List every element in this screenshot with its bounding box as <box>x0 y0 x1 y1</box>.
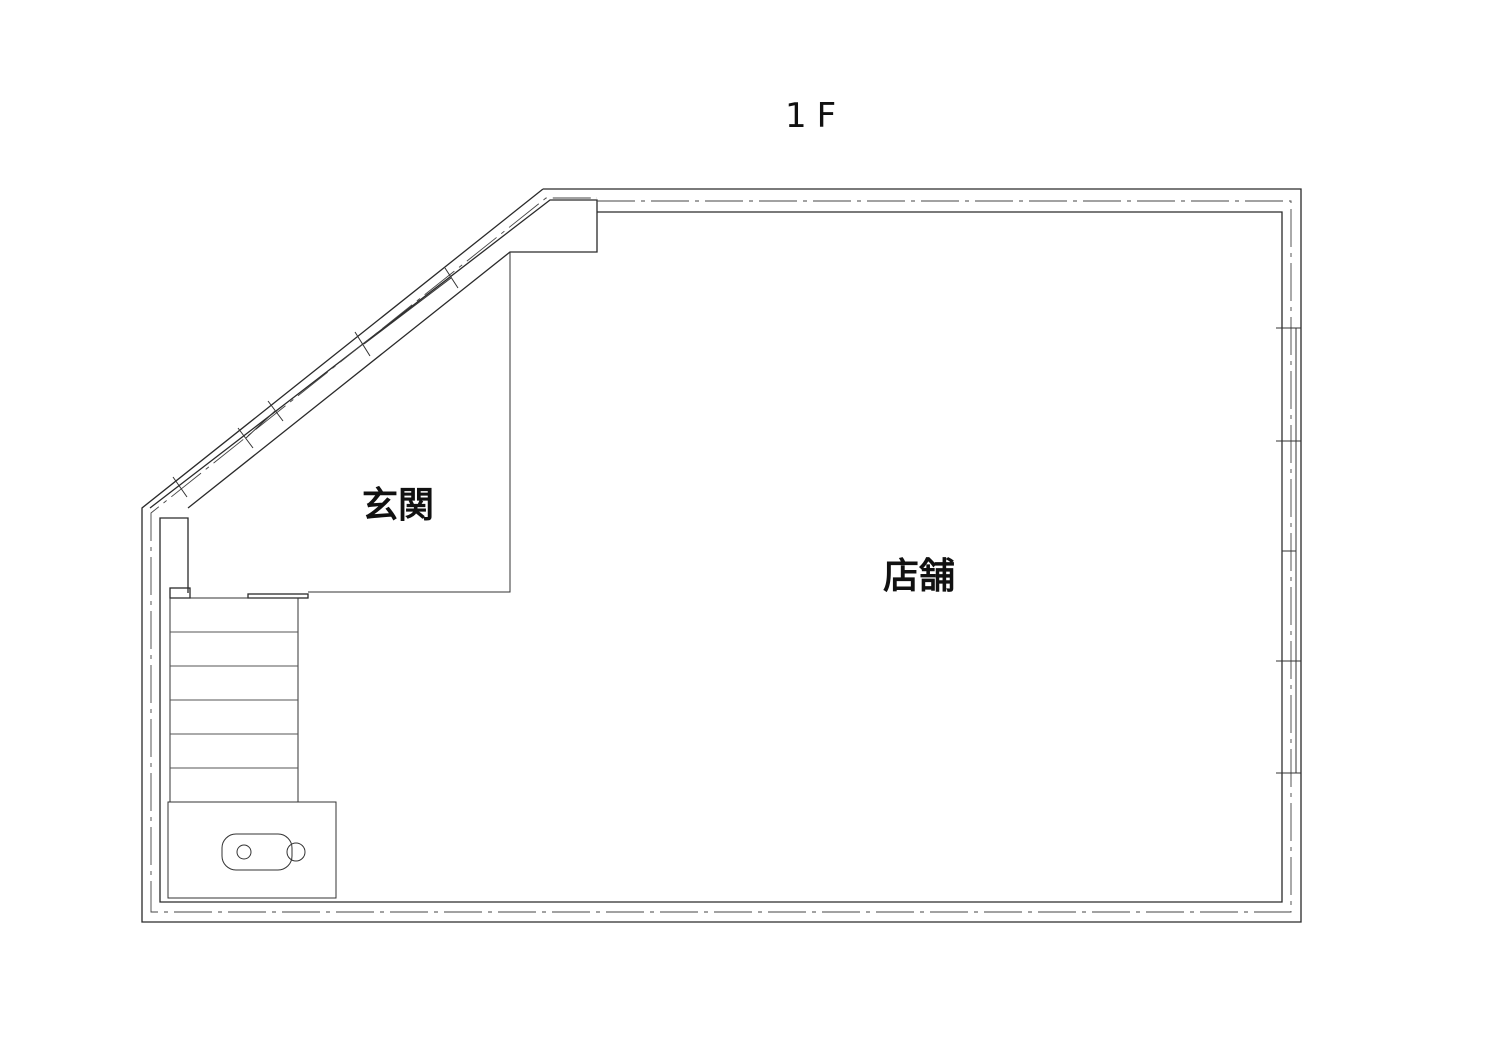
right-windows <box>1276 327 1301 774</box>
room-label-store: 店舗 <box>883 556 955 597</box>
inner-wall-line <box>159 211 1283 903</box>
toilet-room-outline <box>167 801 337 899</box>
inner-wall-line-diagonal <box>149 199 598 509</box>
toilet-seat <box>236 844 252 860</box>
outer-wall-line <box>141 188 1302 923</box>
window <box>1281 660 1297 774</box>
window <box>1281 550 1297 662</box>
door-jamb <box>169 587 191 599</box>
staircase <box>169 597 299 802</box>
window-jamb <box>354 331 371 357</box>
entrance-partition <box>169 252 511 599</box>
window-jamb <box>237 427 254 449</box>
wall-centerline <box>150 197 1292 913</box>
window <box>1281 327 1297 442</box>
window-jamb <box>172 476 188 498</box>
window-sash <box>363 277 452 345</box>
entrance-wall <box>308 252 511 593</box>
window-jamb <box>444 267 459 289</box>
window <box>1281 440 1297 552</box>
door-leaf <box>247 593 309 599</box>
room-label-entrance: 玄関 <box>362 485 434 526</box>
exterior-wall <box>141 188 1302 923</box>
floor-label: 1F <box>785 96 846 136</box>
toilet-room <box>167 801 337 899</box>
toilet-bowl <box>221 833 293 871</box>
window-sash <box>245 410 276 439</box>
window-jamb <box>267 400 284 422</box>
diagonal-windows <box>172 267 459 498</box>
toilet-tank <box>286 842 306 862</box>
